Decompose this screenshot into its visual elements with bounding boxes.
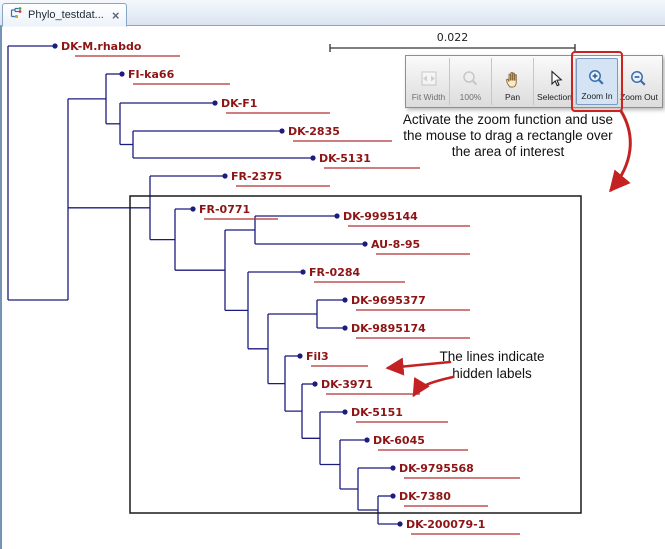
pan-icon <box>502 67 524 91</box>
toolbar-button-label: Pan <box>504 92 521 102</box>
tree-node-dot <box>300 269 306 275</box>
tree-node-dot <box>212 100 218 106</box>
toolbar-button-fit-width[interactable]: Fit Width <box>408 58 450 105</box>
toolbar-button-label: Selection <box>537 92 572 102</box>
tree-node-dot <box>312 381 318 387</box>
zoom-100-icon <box>460 67 482 91</box>
fit-width-icon <box>418 67 440 91</box>
tree-leaf-label[interactable]: DK-9695377 <box>351 294 426 307</box>
tree-node-dot <box>334 213 340 219</box>
toolbar-button-label: Fit Width <box>411 92 446 102</box>
tree-node-dot <box>119 71 125 77</box>
tree-node-dot <box>397 521 403 527</box>
phylo-tree-icon <box>10 7 23 23</box>
tree-leaf-label[interactable]: DK-2835 <box>288 125 340 138</box>
tree-leaf-label[interactable]: FI-ka66 <box>128 68 175 81</box>
tree-node-dot <box>364 437 370 443</box>
toolbar-button-zoom-in[interactable]: Zoom In <box>576 58 618 105</box>
tree-node-dot <box>52 43 58 49</box>
tree-leaf-label[interactable]: DK-6045 <box>373 434 425 447</box>
hidden-labels-note: The lines indicate hidden labels <box>439 349 545 381</box>
tree-leaf-label[interactable]: DK-200079-1 <box>406 518 485 531</box>
document-tab[interactable]: Phylo_testdat... × <box>2 3 128 27</box>
tree-leaf-label[interactable]: Fil3 <box>306 350 329 363</box>
tree-leaf-label[interactable]: DK-7380 <box>399 490 451 503</box>
tree-node-dot <box>342 325 348 331</box>
tree-node-dot <box>190 206 196 212</box>
zoom-out-icon <box>628 67 650 91</box>
zoom-in-icon <box>586 66 608 90</box>
tab-title: Phylo_testdat... <box>28 9 104 21</box>
tree-leaf-label[interactable]: DK-3971 <box>321 378 373 391</box>
tree-leaf-label[interactable]: FR-0771 <box>199 203 250 216</box>
tree-node-dot <box>362 241 368 247</box>
tab-close-icon[interactable]: × <box>111 7 120 23</box>
scale-bar-label: 0.022 <box>437 31 469 44</box>
tree-leaf-label[interactable]: DK-9895174 <box>351 322 426 335</box>
toolbar-button-pan[interactable]: Pan <box>492 58 534 105</box>
toolbar-button-label: Zoom Out <box>620 92 658 102</box>
tree-leaf-label[interactable]: DK-5131 <box>319 152 371 165</box>
tree-node-dot <box>222 173 228 179</box>
tree-node-dot <box>297 353 303 359</box>
toolbar-button-zoom-out[interactable]: Zoom Out <box>618 58 660 105</box>
tree-panel <box>0 26 665 549</box>
toolbar-button-label: Zoom In <box>581 91 613 101</box>
tree-node-dot <box>390 493 396 499</box>
tree-node-dot <box>390 465 396 471</box>
tree-leaf-label[interactable]: DK-9795568 <box>399 462 474 475</box>
tree-node-dot <box>342 297 348 303</box>
tree-leaf-label[interactable]: DK-F1 <box>221 97 257 110</box>
tab-bar: Phylo_testdat... × <box>0 0 665 27</box>
tree-leaf-label[interactable]: FR-2375 <box>231 170 282 183</box>
tree-leaf-label[interactable]: DK-M.rhabdo <box>61 40 142 53</box>
zoom-selection-rect <box>129 195 582 514</box>
tree-leaf-label[interactable]: FR-0284 <box>309 266 361 279</box>
tree-node-dot <box>310 155 316 161</box>
tree-leaf-label[interactable]: DK-9995144 <box>343 210 418 223</box>
zoom-toolbar: Fit Width 100% Pan Selection Zoom In Zoom Out <box>405 55 663 108</box>
toolbar-button-selection[interactable]: Selection <box>534 58 576 105</box>
tree-node-dot <box>279 128 285 134</box>
zoom-in-highlight-box <box>571 51 623 112</box>
toolbar-button-label: 100% <box>459 92 482 102</box>
zoom-instruction-note: Activate the zoom function and use the m… <box>402 112 614 159</box>
tree-node-dot <box>342 409 348 415</box>
tree-leaf-label[interactable]: DK-5151 <box>351 406 403 419</box>
tree-leaf-label[interactable]: AU-8-95 <box>371 238 420 251</box>
toolbar-button-zoom-100[interactable]: 100% <box>450 58 492 105</box>
selection-icon <box>544 67 566 91</box>
